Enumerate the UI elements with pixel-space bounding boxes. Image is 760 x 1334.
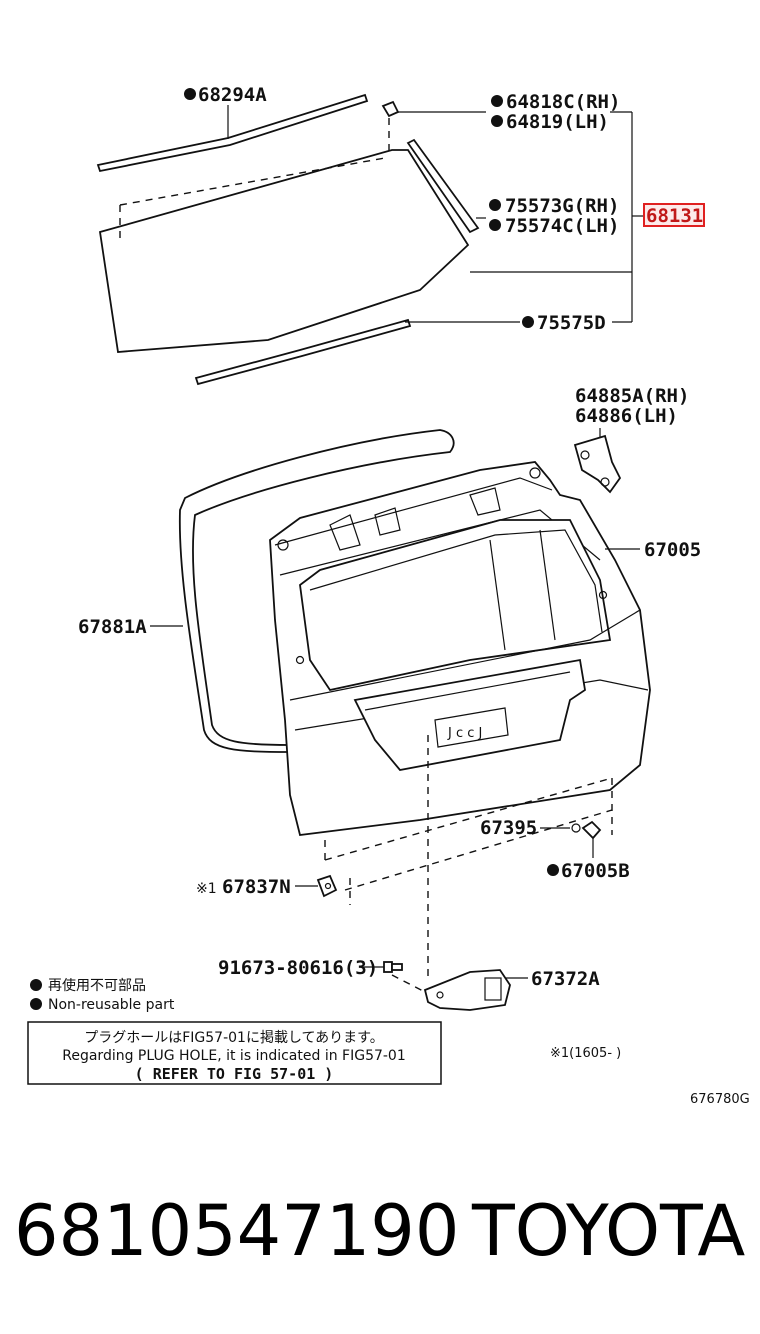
back-door-panel: J c c J: [269, 461, 651, 836]
bolt-part: [383, 961, 403, 973]
label-64819: 64819(LH): [506, 111, 609, 133]
label-75575D: 75575D: [537, 312, 606, 334]
side-spacer-part: [406, 138, 480, 234]
notice-en: Regarding PLUG HOLE, it is indicated in …: [62, 1048, 406, 1064]
hinge-part: [573, 434, 622, 494]
label-67395: 67395: [480, 817, 537, 839]
label-67372A: 67372A: [531, 968, 600, 990]
footnote: ※1(1605- ): [550, 1046, 621, 1061]
nonreusable-marker: [184, 88, 196, 100]
label-64885A: 64885A(RH): [575, 385, 689, 407]
striker-part: [423, 969, 511, 1011]
weatherstrip-part: [178, 429, 455, 753]
legend-marker: [30, 979, 42, 991]
part-number: 6810547190: [14, 1190, 459, 1272]
clip-67837N-part: [316, 874, 338, 898]
plug-part: [571, 823, 581, 833]
notice-box: [27, 1021, 442, 1085]
clip-part: [381, 100, 400, 118]
svg-text:J c c J: J c c J: [447, 726, 482, 741]
highlight-box: [643, 203, 705, 227]
brand-name: TOYOTA: [471, 1190, 745, 1272]
label-64818C: 64818C(RH): [506, 91, 620, 113]
label-67005: 67005: [644, 539, 701, 561]
label-67837N: 67837N: [222, 876, 291, 898]
label-64886: 64886(LH): [575, 405, 678, 427]
label-68294A: 68294A: [198, 84, 267, 106]
legend-en: Non-reusable part: [48, 997, 175, 1013]
clip-mark: ※1: [196, 881, 217, 897]
figure-code: 676780G: [690, 1092, 750, 1107]
label-67005B: 67005B: [561, 860, 630, 882]
cushion-part: [581, 820, 602, 840]
label-68131[interactable]: 68131: [646, 205, 703, 227]
label-75573G: 75573G(RH): [505, 195, 619, 217]
label-75574C: 75574C(LH): [505, 215, 619, 237]
notice-refer[interactable]: ( REFER TO FIG 57-01 ): [135, 1065, 334, 1083]
label-67881A: 67881A: [78, 616, 147, 638]
back-window-glass: [98, 149, 470, 353]
legend-jp: 再使用不可部品: [48, 977, 146, 994]
notice-jp: プラグホールはFIG57-01に掲載してあります。: [84, 1030, 383, 1046]
lower-molding-part: [194, 318, 412, 386]
top-molding-part: [96, 93, 369, 173]
label-91673: 91673-80616(3): [218, 957, 378, 979]
